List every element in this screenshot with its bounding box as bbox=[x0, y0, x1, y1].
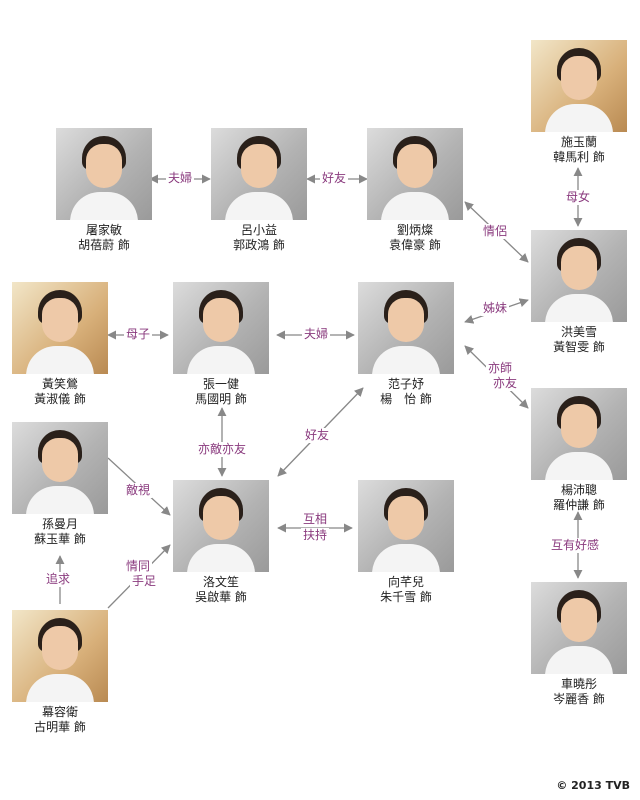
actor-name: 岑麗香 飾 bbox=[553, 692, 605, 706]
relation-mu-luo-1: 情同 bbox=[124, 559, 153, 574]
character-shi-yulan: 施玉蘭韓馬利 飾 bbox=[531, 40, 627, 165]
character-name: 范子妤 bbox=[387, 377, 424, 391]
character-name: 向芊兒 bbox=[387, 575, 424, 589]
character-photo bbox=[173, 480, 269, 572]
character-yang-peicong: 楊沛聰羅仲謙 飾 bbox=[531, 388, 627, 513]
character-liu-bingcan: 劉炳燦袁偉豪 飾 bbox=[367, 128, 463, 253]
relation-fan-luo: 好友 bbox=[303, 428, 332, 443]
character-mu-rongwei: 幕容衛古明華 飾 bbox=[12, 610, 108, 735]
character-photo bbox=[56, 128, 152, 220]
character-photo bbox=[358, 480, 454, 572]
character-photo bbox=[531, 388, 627, 480]
relation-luo-xiang-2: 扶持 bbox=[301, 528, 330, 543]
relation-fan-yang-2: 亦友 bbox=[491, 376, 520, 391]
actor-name: 黃淑儀 飾 bbox=[34, 392, 86, 406]
character-name: 呂小益 bbox=[240, 223, 277, 237]
character-fan-ziyu: 范子妤楊 怡 飾 bbox=[358, 282, 454, 407]
relation-fan-yang-1: 亦師 bbox=[486, 361, 515, 376]
character-photo bbox=[531, 230, 627, 322]
actor-name: 吳啟華 飾 bbox=[195, 590, 247, 604]
character-sun-manyue: 孫曼月蘇玉華 飾 bbox=[12, 422, 108, 547]
relation-zhang-fan: 夫婦 bbox=[302, 327, 331, 342]
character-photo bbox=[358, 282, 454, 374]
actor-name: 古明華 飾 bbox=[34, 720, 86, 734]
character-photo bbox=[12, 282, 108, 374]
actor-name: 黃智雯 飾 bbox=[553, 340, 605, 354]
character-name: 屠家敏 bbox=[85, 223, 122, 237]
character-name: 劉炳燦 bbox=[396, 223, 433, 237]
character-photo bbox=[211, 128, 307, 220]
character-huang-xiaoying: 黃笑鶯黃淑儀 飾 bbox=[12, 282, 108, 407]
character-xiang-qianer: 向芊兒朱千雪 飾 bbox=[358, 480, 454, 605]
character-name: 洪美雪 bbox=[560, 325, 597, 339]
character-name: 車曉彤 bbox=[560, 677, 597, 691]
character-name: 楊沛聰 bbox=[560, 483, 597, 497]
actor-name: 楊 怡 飾 bbox=[380, 392, 432, 406]
relation-tu-lu: 夫婦 bbox=[166, 171, 195, 186]
character-hong-meixue: 洪美雪黃智雯 飾 bbox=[531, 230, 627, 355]
relation-lu-liu: 好友 bbox=[320, 171, 349, 186]
actor-name: 馬國明 飾 bbox=[195, 392, 247, 406]
character-photo bbox=[12, 610, 108, 702]
character-name: 黃笑鶯 bbox=[41, 377, 78, 391]
character-name: 張一健 bbox=[202, 377, 239, 391]
actor-name: 袁偉豪 飾 bbox=[389, 238, 441, 252]
character-photo bbox=[531, 40, 627, 132]
actor-name: 胡蓓蔚 飾 bbox=[78, 238, 130, 252]
character-photo bbox=[12, 422, 108, 514]
character-zhang-yijian: 張一健馬國明 飾 bbox=[173, 282, 269, 407]
relation-fan-hong: 姊妹 bbox=[481, 301, 510, 316]
relation-mu-sun: 追求 bbox=[44, 572, 73, 587]
relation-sun-luo: 敵視 bbox=[124, 483, 153, 498]
character-luo-wensheng: 洛文笙吳啟華 飾 bbox=[173, 480, 269, 605]
character-tu-jiamin: 屠家敏胡蓓蔚 飾 bbox=[56, 128, 152, 253]
relation-zhang-luo: 亦敵亦友 bbox=[196, 442, 249, 457]
actor-name: 韓馬利 飾 bbox=[553, 150, 605, 164]
character-name: 施玉蘭 bbox=[560, 135, 597, 149]
relation-luo-xiang-1: 互相 bbox=[301, 512, 330, 527]
character-name: 洛文笙 bbox=[202, 575, 239, 589]
relation-yang-che: 互有好感 bbox=[549, 538, 602, 553]
relation-liu-hong: 情侶 bbox=[481, 224, 510, 239]
character-photo bbox=[173, 282, 269, 374]
actor-name: 羅仲謙 飾 bbox=[553, 498, 605, 512]
actor-name: 朱千雪 飾 bbox=[380, 590, 432, 604]
actor-name: 郭政鴻 飾 bbox=[233, 238, 285, 252]
character-photo bbox=[367, 128, 463, 220]
character-che-xiaotong: 車曉彤岑麗香 飾 bbox=[531, 582, 627, 707]
actor-name: 蘇玉華 飾 bbox=[34, 532, 86, 546]
character-lu-xiaoyi: 呂小益郭政鴻 飾 bbox=[211, 128, 307, 253]
relation-mu-luo-2: 手足 bbox=[130, 574, 159, 589]
relation-huang-zhang: 母子 bbox=[124, 327, 153, 342]
copyright-notice: © 2013 TVB bbox=[556, 779, 630, 792]
character-name: 幕容衛 bbox=[41, 705, 78, 719]
character-photo bbox=[531, 582, 627, 674]
relation-shi-hong: 母女 bbox=[564, 190, 593, 205]
character-name: 孫曼月 bbox=[41, 517, 78, 531]
